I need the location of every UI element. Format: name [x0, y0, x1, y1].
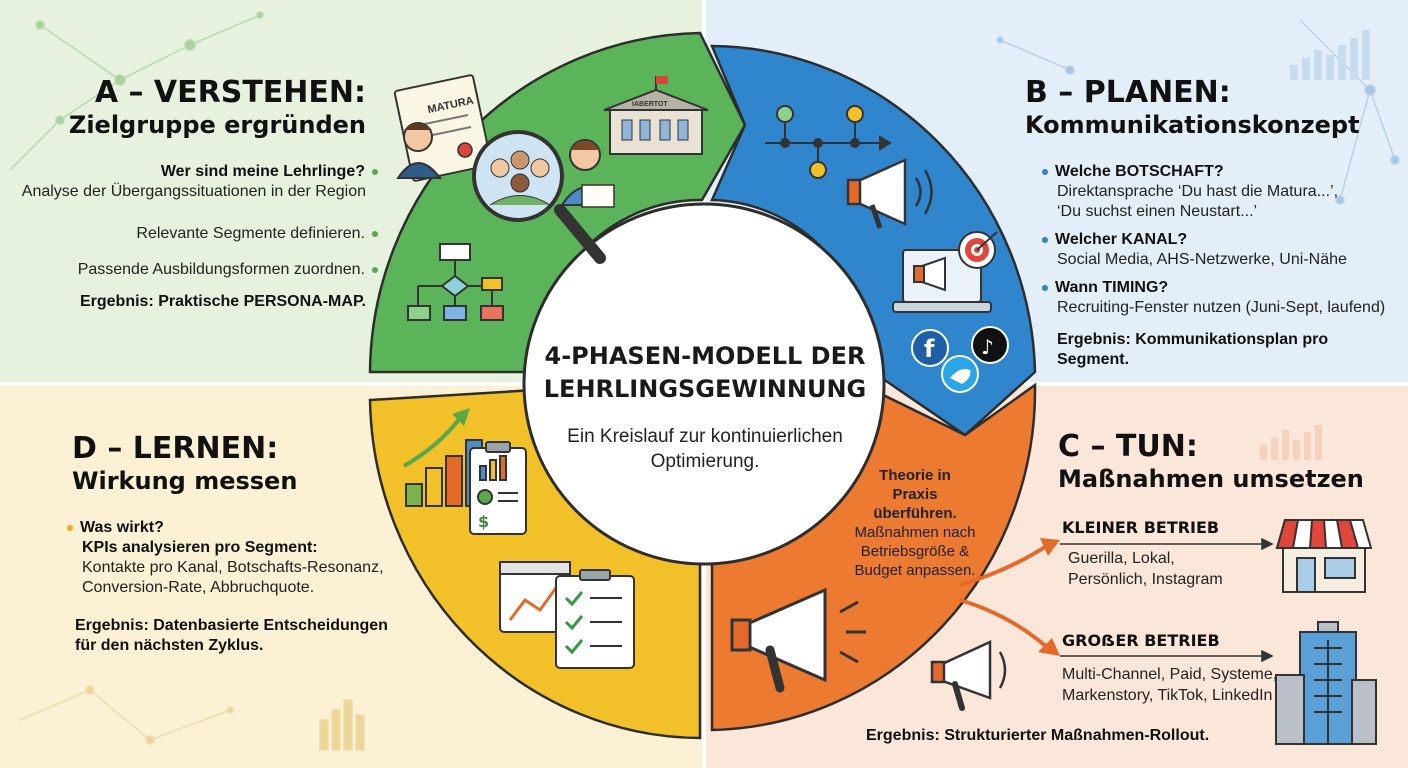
bar-decoration-b	[1290, 30, 1370, 80]
phase-b-q1: Welche BOTSCHAFT?	[1055, 163, 1224, 180]
large-business-line1: Multi-Channel, Paid, Systeme,	[1062, 666, 1278, 683]
arrow-small-business	[1060, 537, 1274, 551]
target-icon	[958, 231, 998, 269]
student-with-diploma-icon	[560, 139, 615, 208]
phase-a-question-detail: Analyse der Übergangssituationen in der …	[21, 183, 366, 200]
magnifier-people-icon	[472, 130, 606, 264]
phase-b-body: Welche BOTSCHAFT? Direktansprache ‘Du ha…	[1042, 162, 1402, 370]
phase-b-q1-detail-line2: ‘Du suchst einen Neustart...’	[1057, 203, 1258, 220]
bullet-dot	[1042, 236, 1048, 243]
graduate-person-icon	[396, 122, 442, 179]
center-circle	[522, 202, 886, 566]
svg-text:$: $	[478, 512, 489, 531]
phase-a-subtitle: Zielgruppe ergründen	[68, 111, 366, 139]
report-clipboard-icon: $	[469, 441, 527, 535]
phase-c-note: Theorie in Praxis überführen. Maßnahmen …	[850, 466, 980, 580]
phase-d-title: D – LERNEN:	[72, 431, 279, 466]
small-business-details: Guerilla, Lokal, Persönlich, Instagram	[1068, 548, 1223, 590]
center-subtitle: Ein Kreislauf zur kontinuierlichen Optim…	[540, 424, 870, 474]
phase-b-q2: Welcher KANAL?	[1055, 231, 1188, 248]
phase-d-result-line1: Ergebnis: Datenbasierte Entscheidungen	[75, 617, 388, 634]
shop-icon	[1275, 519, 1373, 593]
large-business-line2: Markenstory, TikTok, LinkedIn	[1062, 687, 1273, 704]
phase-c-note-line1: Maßnahmen nach	[854, 524, 976, 541]
phase-c-title: C – TUN:	[1058, 429, 1198, 464]
phase-b-q1-detail-line1: Direktansprache ‘Du hast die Matura...’,	[1057, 183, 1339, 200]
timeline-icon	[765, 105, 892, 179]
phase-c-heading: C – TUN: Maßnahmen umsetzen	[1058, 430, 1398, 494]
network-decoration-b	[996, 19, 1400, 205]
phase-b-subtitle: Kommunikationskonzept	[1025, 111, 1360, 139]
large-business-title: GROẞER BETRIEB	[1062, 631, 1220, 650]
phase-d-question: Was wirkt?	[80, 519, 164, 536]
phase-a-result: Ergebnis: Praktische PERSONA-MAP.	[79, 293, 366, 310]
phase-a-body: Wer sind meine Lehrlinge? Analyse der Üb…	[8, 162, 378, 312]
phase-d-kpi-title: KPIs analysieren pro Segment:	[82, 539, 318, 556]
large-business-details: Multi-Channel, Paid, Systeme, Markenstor…	[1062, 664, 1277, 706]
svg-text:f: f	[924, 335, 935, 363]
phase-c-subtitle: Maßnahmen umsetzen	[1058, 465, 1364, 493]
office-building-icon	[1275, 621, 1377, 745]
arrow-large-business	[1060, 649, 1274, 663]
phase-b-q3-detail: Recruiting-Fenster nutzen (Juni-Sept, la…	[1057, 299, 1386, 316]
twitter-icon	[941, 355, 979, 393]
laptop-megaphone-icon	[892, 249, 992, 313]
phase-c-result: Ergebnis: Strukturierter Maßnahmen-Rollo…	[866, 727, 1210, 744]
phase-c-note-bold-line1: Theorie in	[879, 467, 951, 484]
bullet-dot	[372, 230, 378, 237]
phase-a-heading: A – VERSTEHEN: Zielgruppe ergründen	[6, 76, 366, 140]
phase-c-note-line2: Betriebsgröße &	[860, 543, 970, 560]
phase-a-item1: Relevante Segmente definieren.	[136, 225, 365, 242]
center-subtitle-line1: Ein Kreislauf zur kontinuierlichen	[567, 426, 843, 447]
network-decoration-d	[19, 685, 365, 751]
phase-d-heading: D – LERNEN: Wirkung messen	[72, 432, 372, 496]
center-title-line1: 4-PHASEN-MODELL DER	[544, 342, 866, 370]
phase-d-body: Was wirkt? KPIs analysieren pro Segment:…	[67, 518, 407, 656]
growth-arrows	[959, 538, 1060, 656]
checklist-clipboard-icon	[555, 569, 635, 669]
flowchart-icon	[407, 243, 504, 321]
megaphone-icon-large	[730, 587, 866, 693]
phase-a-question: Wer sind meine Lehrlinge?	[160, 163, 365, 180]
phase-d-result-line2: für den nächsten Zyklus.	[75, 637, 264, 654]
school-building-label: IABERTOT	[632, 101, 668, 108]
bullet-dot	[67, 524, 73, 531]
phase-d-kpi-line2: Conversion-Rate, Abbruchquote.	[82, 579, 315, 596]
network-decoration-a	[9, 11, 264, 171]
phase-b-heading: B – PLANEN: Kommunikationskonzept	[1025, 76, 1385, 140]
phase-b-q3: Wann TIMING?	[1055, 279, 1169, 296]
small-business-line1: Guerilla, Lokal,	[1068, 550, 1175, 567]
phase-a-title: A – VERSTEHEN:	[94, 75, 366, 110]
bullet-dot	[372, 168, 378, 175]
phase-b-title: B – PLANEN:	[1025, 75, 1231, 110]
bar-decoration-c	[1260, 425, 1322, 460]
small-business-line2: Persönlich, Instagram	[1068, 571, 1223, 588]
bullet-dot	[1042, 284, 1048, 291]
center-subtitle-line2: Optimierung.	[650, 451, 760, 472]
phase-d-kpi-line1: Kontakte pro Kanal, Botschafts-Resonanz,	[82, 559, 384, 576]
school-building-icon	[603, 76, 709, 155]
phase-c-note-bold-line2: Praxis überführen.	[873, 486, 957, 522]
phase-d-subtitle: Wirkung messen	[72, 467, 298, 495]
megaphone-icon-blue-segment	[846, 158, 933, 229]
center-title: 4-PHASEN-MODELL DER LEHRLINGSGEWINNUNG	[530, 340, 880, 406]
phase-c-note-line3: Budget anpassen.	[854, 562, 976, 579]
phase-a-item2: Passende Ausbildungsformen zuordnen.	[77, 261, 365, 278]
megaphone-icon-small	[930, 640, 1007, 711]
line-chart-window-icon	[499, 561, 571, 633]
bullet-dot	[372, 266, 378, 273]
tiktok-icon: ♪	[971, 326, 1009, 364]
phase-b-result: Ergebnis: Kommunikationsplan pro Segment…	[1057, 331, 1329, 368]
center-title-line2: LEHRLINGSGEWINNUNG	[543, 375, 867, 403]
phase-b-q2-detail: Social Media, AHS-Netzwerke, Uni-Nähe	[1057, 251, 1347, 268]
svg-text:♪: ♪	[981, 335, 994, 359]
small-business-title: KLEINER BETRIEB	[1062, 518, 1220, 537]
facebook-icon: f	[911, 329, 949, 367]
bullet-dot	[1042, 168, 1048, 175]
